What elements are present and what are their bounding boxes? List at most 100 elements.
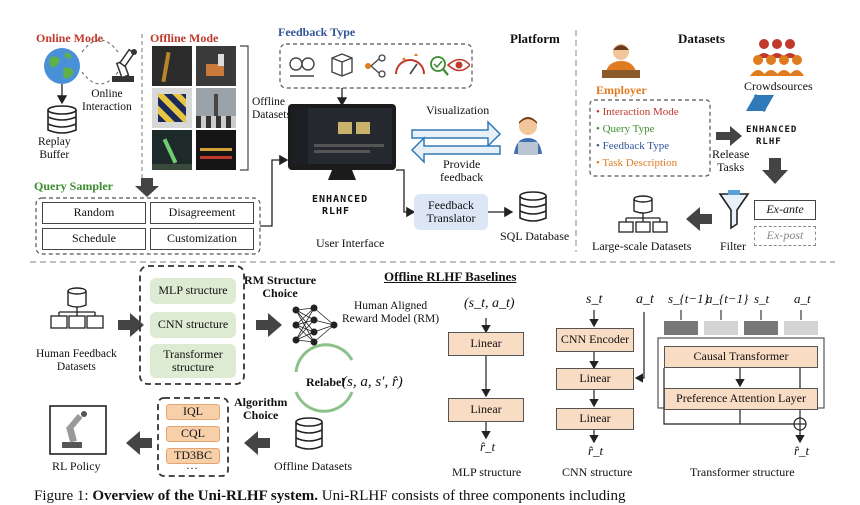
logo-rlhf: RLHF: [322, 206, 351, 217]
logo-enhanced-small: ENHANCED: [746, 125, 798, 135]
online-interaction-label: Online Interaction: [82, 88, 132, 113]
baselines-title: Offline RLHF Baselines: [384, 269, 517, 284]
cnn-s-input: s_t: [586, 292, 603, 307]
ex-ante-box: Ex-ante: [754, 200, 816, 220]
employer-label: Employer: [596, 83, 647, 97]
filter-label: Filter: [720, 239, 746, 253]
sampler-schedule: Schedule: [42, 228, 146, 250]
token-label-s: s_t: [754, 291, 770, 306]
employer-icon: [602, 44, 640, 78]
magnifier-icon: [430, 56, 449, 76]
human-feedback-datasets-label: Human Feedback Datasets: [36, 348, 117, 373]
cnn-output: r̂_t: [588, 443, 604, 458]
rm-structure-choice-label: RM Structure Choice: [244, 273, 317, 301]
dataset-thumb-3: [152, 88, 192, 128]
mlp-linear-2: Linear: [448, 398, 524, 422]
feedback-type-title: Feedback Type: [278, 25, 356, 39]
feedback-translator-box: Feedback Translator: [414, 194, 488, 230]
figure-caption: Figure 1: Overview of the Uni-RLHF syste…: [34, 488, 626, 504]
employer-item-query-type: • Query Type: [596, 123, 655, 135]
neural-network-icon: [292, 304, 338, 346]
online-mode-label: Online Mode: [36, 31, 104, 45]
comparison-icon: [289, 57, 315, 77]
token-label-s-prev: s_{t−1}: [668, 291, 709, 306]
dataset-thumb-4: [196, 88, 236, 128]
human-feedback-datasets-icon: [50, 287, 104, 329]
algo-more: ···: [186, 461, 198, 475]
visualization-label: Visualization: [426, 103, 490, 117]
mlp-caption: MLP structure: [452, 465, 522, 479]
transformer-caption: Transformer structure: [690, 465, 795, 479]
token-label-a-prev: a_{t−1}: [706, 291, 749, 306]
globe-icon: [44, 48, 80, 84]
crowdsources-label: Crowdsources: [744, 79, 813, 93]
logo-rlhf-small: RLHF: [756, 137, 782, 147]
cube-icon: [331, 53, 353, 77]
rm-cnn-structure: CNN structure: [150, 312, 236, 338]
employer-item-interaction-mode: • Interaction Mode: [596, 106, 679, 118]
replay-buffer-label: Replay Buffer: [38, 136, 71, 161]
employer-item-task-description: • Task Description: [596, 157, 678, 169]
filter-funnel-icon: [718, 190, 750, 230]
reward-model-label: Human Aligned Reward Model (RM): [342, 300, 440, 325]
cnn-linear-1: Linear: [556, 368, 634, 390]
token-label-a: a_t: [794, 291, 811, 306]
relabel-label: Relabel: [306, 375, 345, 389]
dataset-thumb-2: [196, 46, 236, 86]
sampler-random: Random: [42, 202, 146, 224]
cnn-caption: CNN structure: [562, 465, 633, 479]
sampler-customization: Customization: [150, 228, 254, 250]
sql-database-label: SQL Database: [500, 229, 570, 243]
employer-item-feedback-type: • Feedback Type: [596, 140, 670, 152]
replay-buffer-icon: [47, 105, 77, 134]
token-a: [784, 321, 818, 335]
crowdsources-icon: [750, 39, 804, 76]
mlp-output: r̂_t: [480, 439, 496, 454]
datasets-title: Datasets: [678, 31, 725, 46]
cnn-encoder: CNN Encoder: [556, 328, 634, 352]
tree-icon: [365, 54, 386, 78]
offline-datasets-bottom-label: Offline Datasets: [274, 459, 353, 473]
annotator-icon: [514, 117, 542, 155]
platform-title: Platform: [510, 31, 560, 46]
token-s-prev: [664, 321, 698, 335]
logo-enhanced: ENHANCED: [312, 194, 369, 205]
algo-iql: IQL: [166, 404, 220, 420]
rl-policy-robot-icon: [49, 405, 107, 455]
mlp-input: (s_t, a_t): [464, 296, 515, 311]
query-sampler-title: Query Sampler: [34, 179, 113, 193]
ex-post-box: Ex-post: [754, 226, 816, 246]
preference-attention-box: Preference Attention Layer: [664, 388, 818, 410]
large-scale-datasets-label: Large-scale Datasets: [592, 239, 692, 253]
rm-transformer-structure: Transformer structure: [150, 344, 236, 378]
cnn-a-input: a_t: [636, 292, 654, 307]
transformer-output: r̂_t: [794, 443, 810, 458]
algorithm-choice-label: Algorithm Choice: [234, 395, 288, 423]
sampler-disagreement: Disagreement: [150, 202, 254, 224]
dataset-thumb-5: [152, 130, 192, 170]
causal-transformer-box: Causal Transformer: [664, 346, 818, 368]
relabel-tuple: (s, a, s′, r̂): [342, 374, 403, 390]
provide-feedback-label: Provide feedback: [440, 157, 484, 185]
offline-mode-label: Offline Mode: [150, 31, 219, 45]
token-s: [744, 321, 778, 335]
rl-policy-label: RL Policy: [52, 459, 101, 473]
eye-icon: [446, 58, 470, 72]
release-tasks-label: Release Tasks: [712, 147, 750, 175]
large-scale-datasets-icon: [618, 195, 668, 233]
feedback-type-icons: [289, 53, 470, 78]
sql-database-icon: [519, 191, 547, 222]
dataset-thumb-1: [152, 46, 192, 86]
robot-arm-icon: [112, 48, 137, 82]
rm-mlp-structure: MLP structure: [150, 278, 236, 304]
user-interface-label: User Interface: [316, 236, 385, 250]
token-a-prev: [704, 321, 738, 335]
algo-td3bc: TD3BC: [166, 448, 220, 464]
offline-datasets-label: Offline Datasets: [252, 96, 291, 121]
gauge-icon: [395, 53, 425, 75]
offline-datasets-db-icon: [295, 417, 323, 450]
cnn-linear-2: Linear: [556, 408, 634, 430]
dataset-thumb-6: [196, 130, 236, 170]
